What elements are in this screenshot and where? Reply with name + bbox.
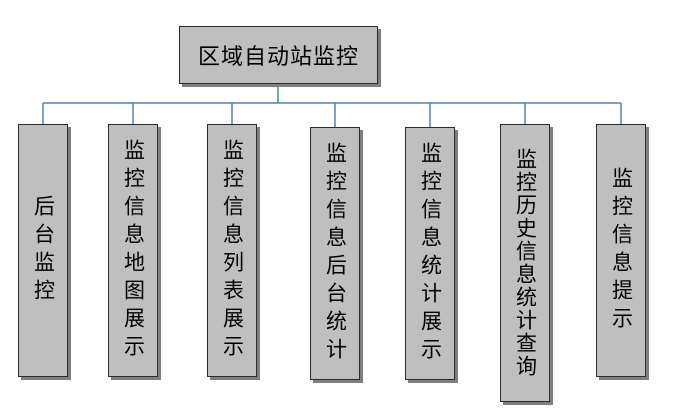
child-node-list-display: 监控信息列表展示 bbox=[207, 124, 257, 377]
root-node: 区域自动站监控 bbox=[179, 26, 378, 84]
child-node-alerts: 监控信息提示 bbox=[596, 124, 646, 377]
child-node-label: 监控信息统计展示 bbox=[418, 141, 443, 366]
child-node-label: 后台监控 bbox=[31, 194, 56, 307]
child-node-label: 监控信息列表展示 bbox=[220, 138, 245, 363]
child-node-label: 监控信息后台统计 bbox=[323, 141, 348, 366]
child-node-backend-monitoring: 后台监控 bbox=[18, 124, 68, 377]
child-node-statistics-display: 监控信息统计展示 bbox=[405, 127, 455, 380]
child-node-backend-statistics: 监控信息后台统计 bbox=[310, 127, 360, 380]
child-node-label: 监控信息地图展示 bbox=[121, 138, 146, 363]
child-node-map-display: 监控信息地图展示 bbox=[108, 124, 158, 377]
child-node-history-query: 监控历史信息统计查询 bbox=[500, 124, 550, 402]
root-node-label: 区域自动站监控 bbox=[197, 45, 359, 70]
child-node-label: 监控历史信息统计查询 bbox=[513, 148, 538, 378]
child-node-label: 监控信息提示 bbox=[609, 166, 634, 335]
